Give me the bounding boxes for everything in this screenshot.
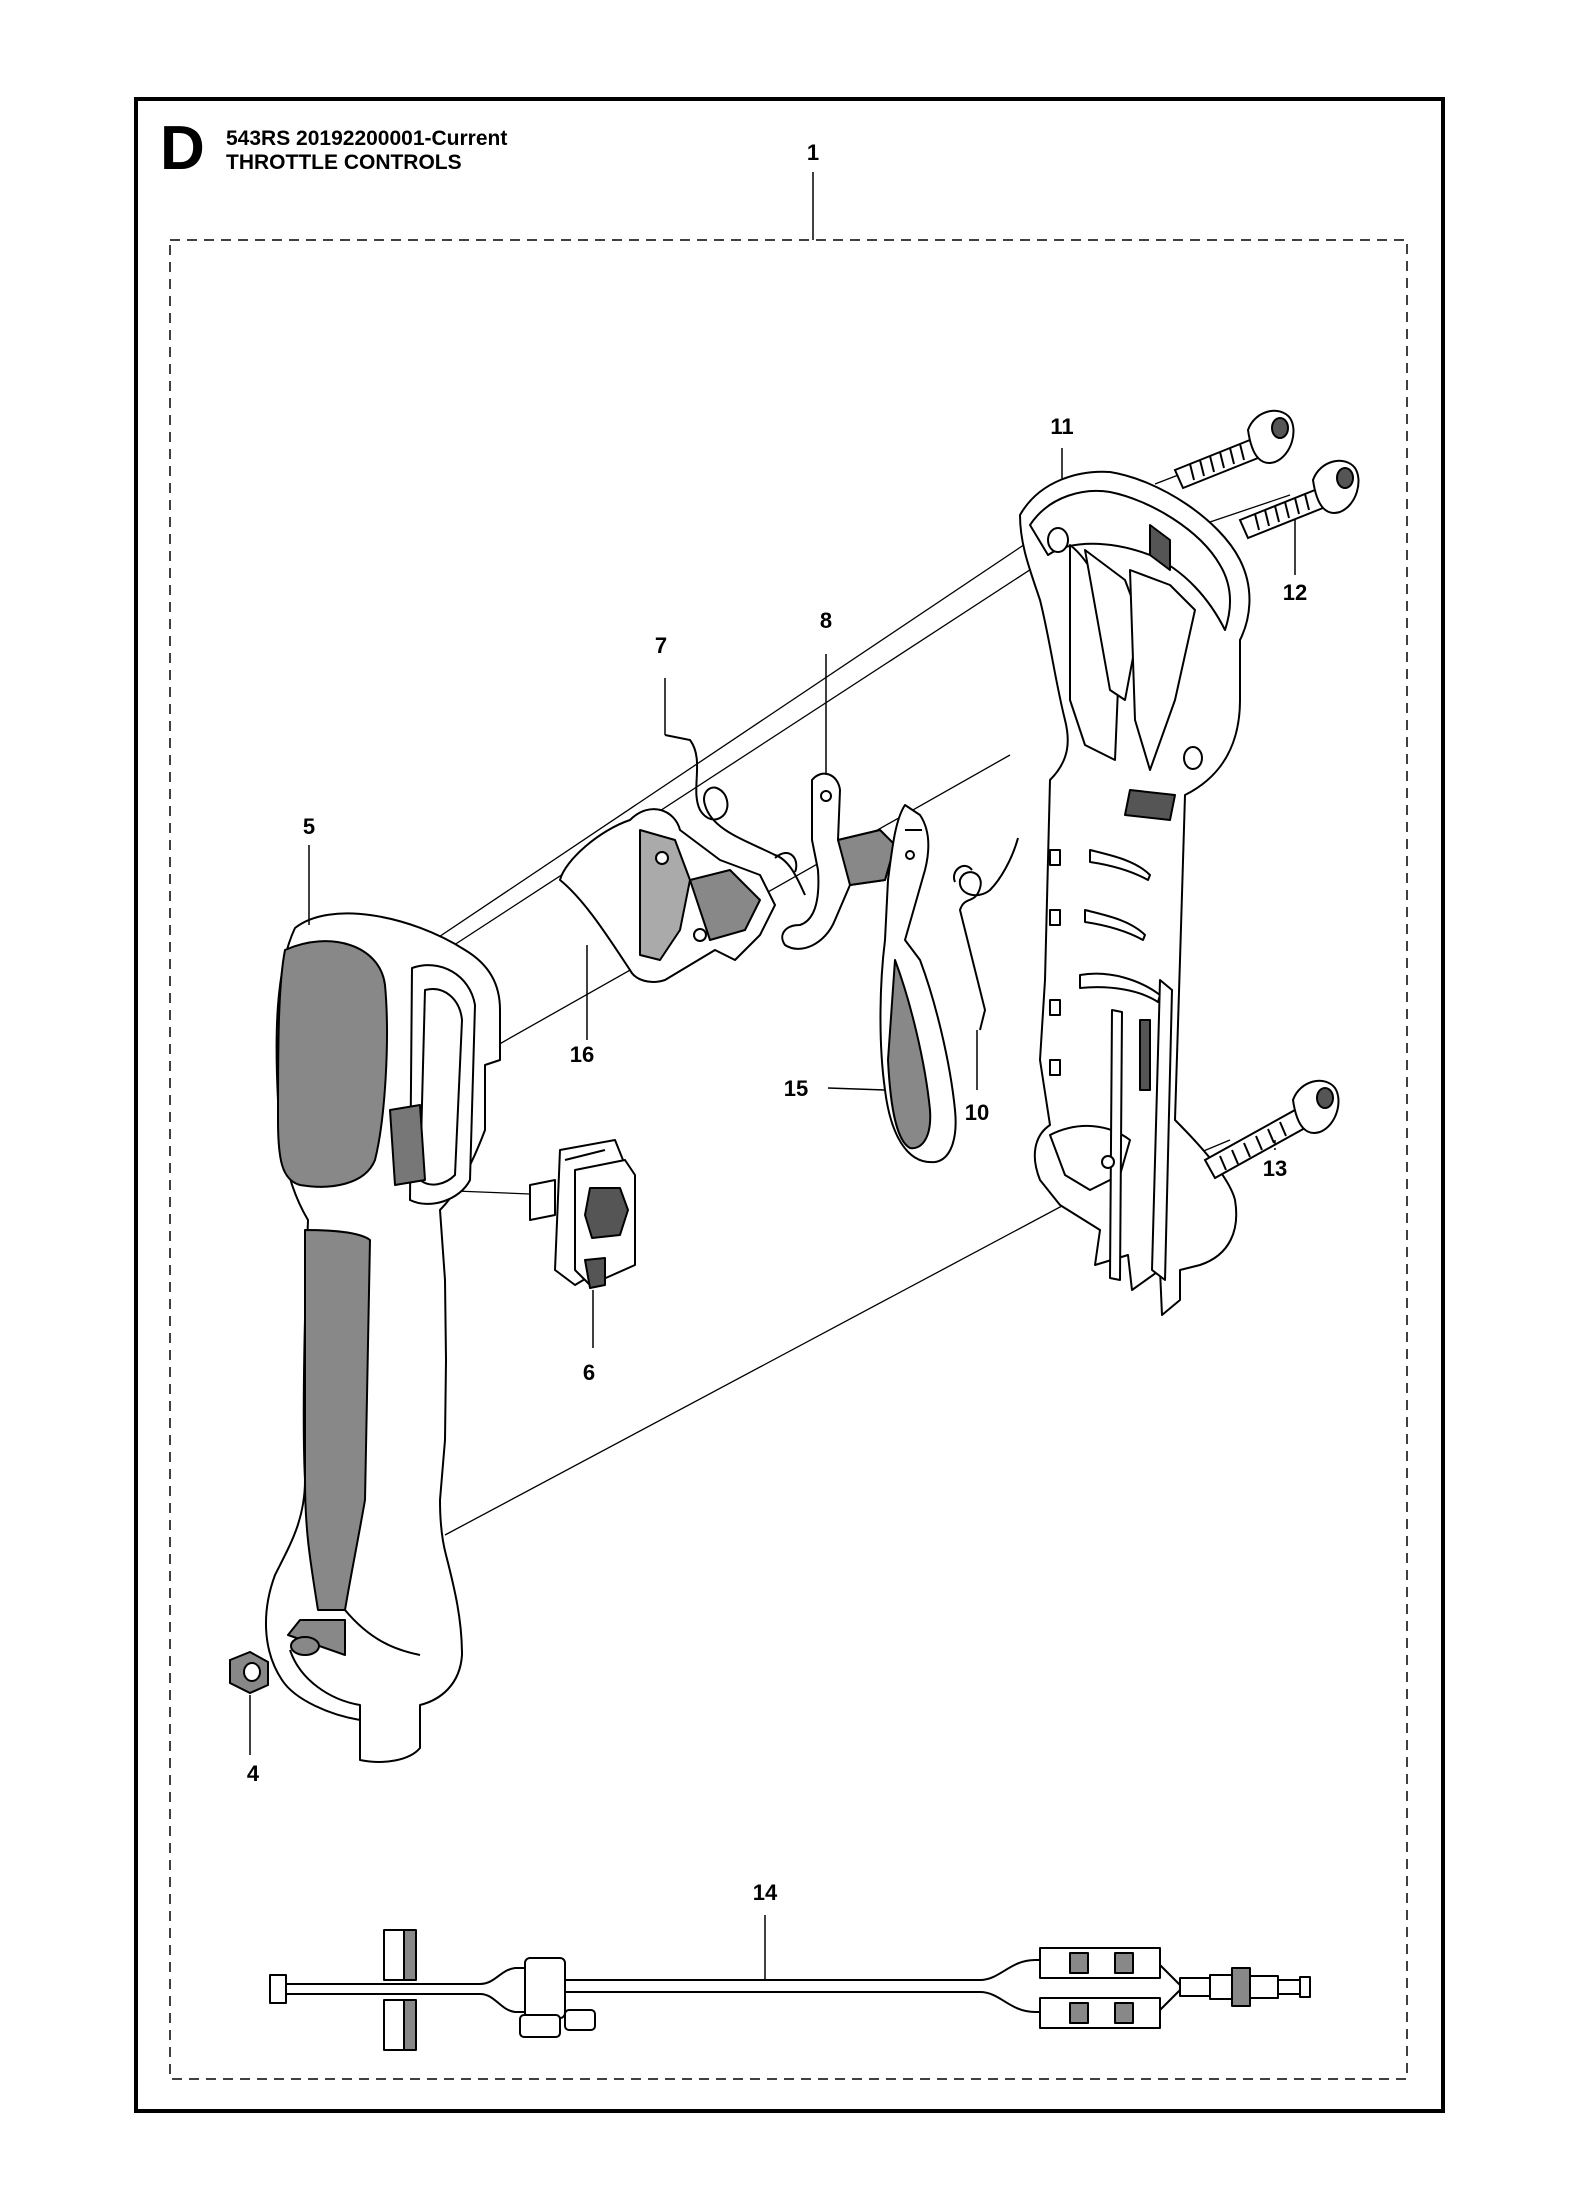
throttle-lever (781, 772, 896, 950)
throttle-lock (559, 808, 776, 983)
throttle-cable (269, 1929, 1311, 2051)
callout-12: 12 (1283, 580, 1307, 605)
leader-15 (827, 1087, 886, 1091)
callout-6: 6 (583, 1360, 595, 1385)
section-letter: D (160, 114, 205, 183)
callout-5: 5 (303, 814, 315, 839)
throttle-trigger (879, 804, 957, 1164)
diagram-title: THROTTLE CONTROLS (226, 151, 462, 174)
callout-13: 13 (1263, 1156, 1287, 1181)
screw-lower (1203, 1079, 1340, 1180)
callouts: 1 11 12 7 8 5 16 15 10 13 6 4 14 (247, 140, 1307, 1905)
callout-14: 14 (753, 1880, 778, 1905)
assembly-boundary (169, 239, 1408, 2080)
model-serial-line: 543RS 20192200001-Current (226, 127, 508, 150)
callout-4: 4 (247, 1761, 260, 1786)
handle-left-half (264, 912, 501, 1763)
callout-8: 8 (820, 608, 832, 633)
screw-upper-2 (1238, 459, 1360, 540)
nut (229, 1650, 269, 1695)
callout-15: 15 (784, 1076, 808, 1101)
callout-1: 1 (807, 140, 819, 165)
callout-10: 10 (965, 1100, 989, 1125)
handle-right-half (1019, 470, 1251, 1316)
spring-10 (953, 837, 1019, 1031)
callout-16: 16 (570, 1042, 594, 1067)
screw-upper-1 (1173, 409, 1295, 490)
stop-switch (529, 1139, 636, 1289)
page-frame (134, 97, 1445, 2113)
callout-7: 7 (655, 633, 667, 658)
spring-7 (664, 734, 806, 896)
callout-11: 11 (1050, 414, 1073, 439)
